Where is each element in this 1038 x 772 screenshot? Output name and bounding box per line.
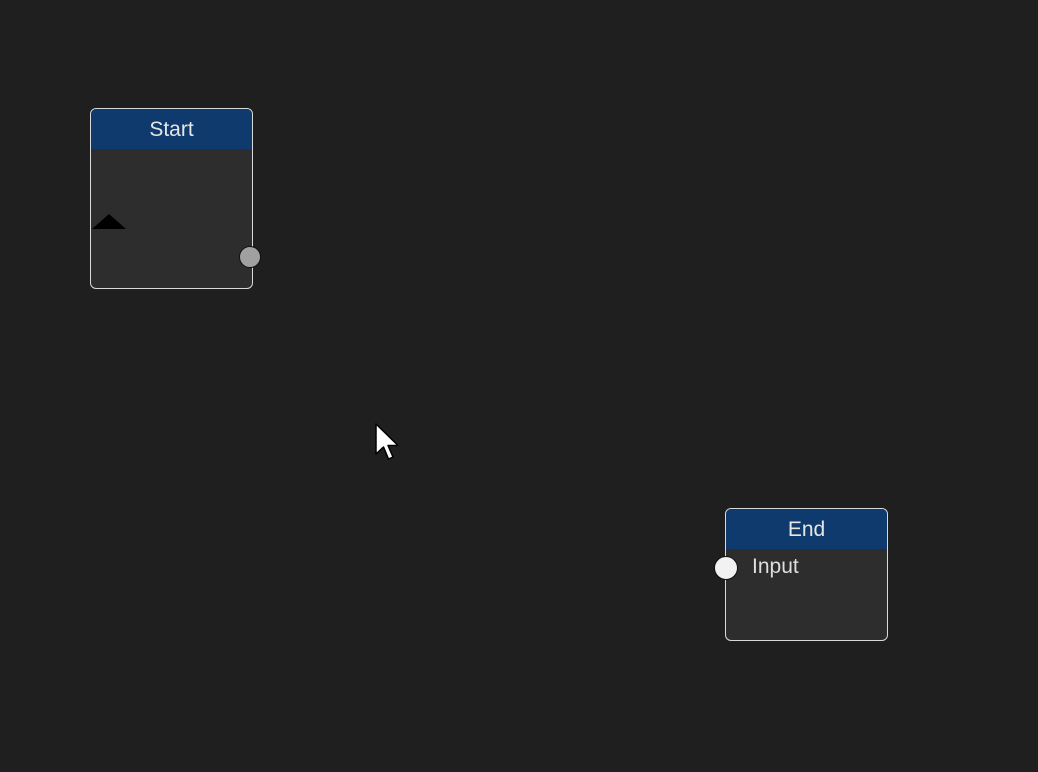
triangle-up-icon[interactable]	[92, 214, 126, 229]
start-node-title: Start	[91, 109, 252, 149]
end-input-port[interactable]	[714, 556, 738, 580]
mouse-pointer-icon	[375, 423, 399, 460]
end-node-title: End	[726, 509, 887, 549]
start-output-port[interactable]	[239, 246, 261, 268]
end-input-label: Input	[752, 555, 799, 578]
start-node[interactable]: Start	[90, 108, 261, 289]
end-node[interactable]: End Input	[714, 508, 888, 641]
